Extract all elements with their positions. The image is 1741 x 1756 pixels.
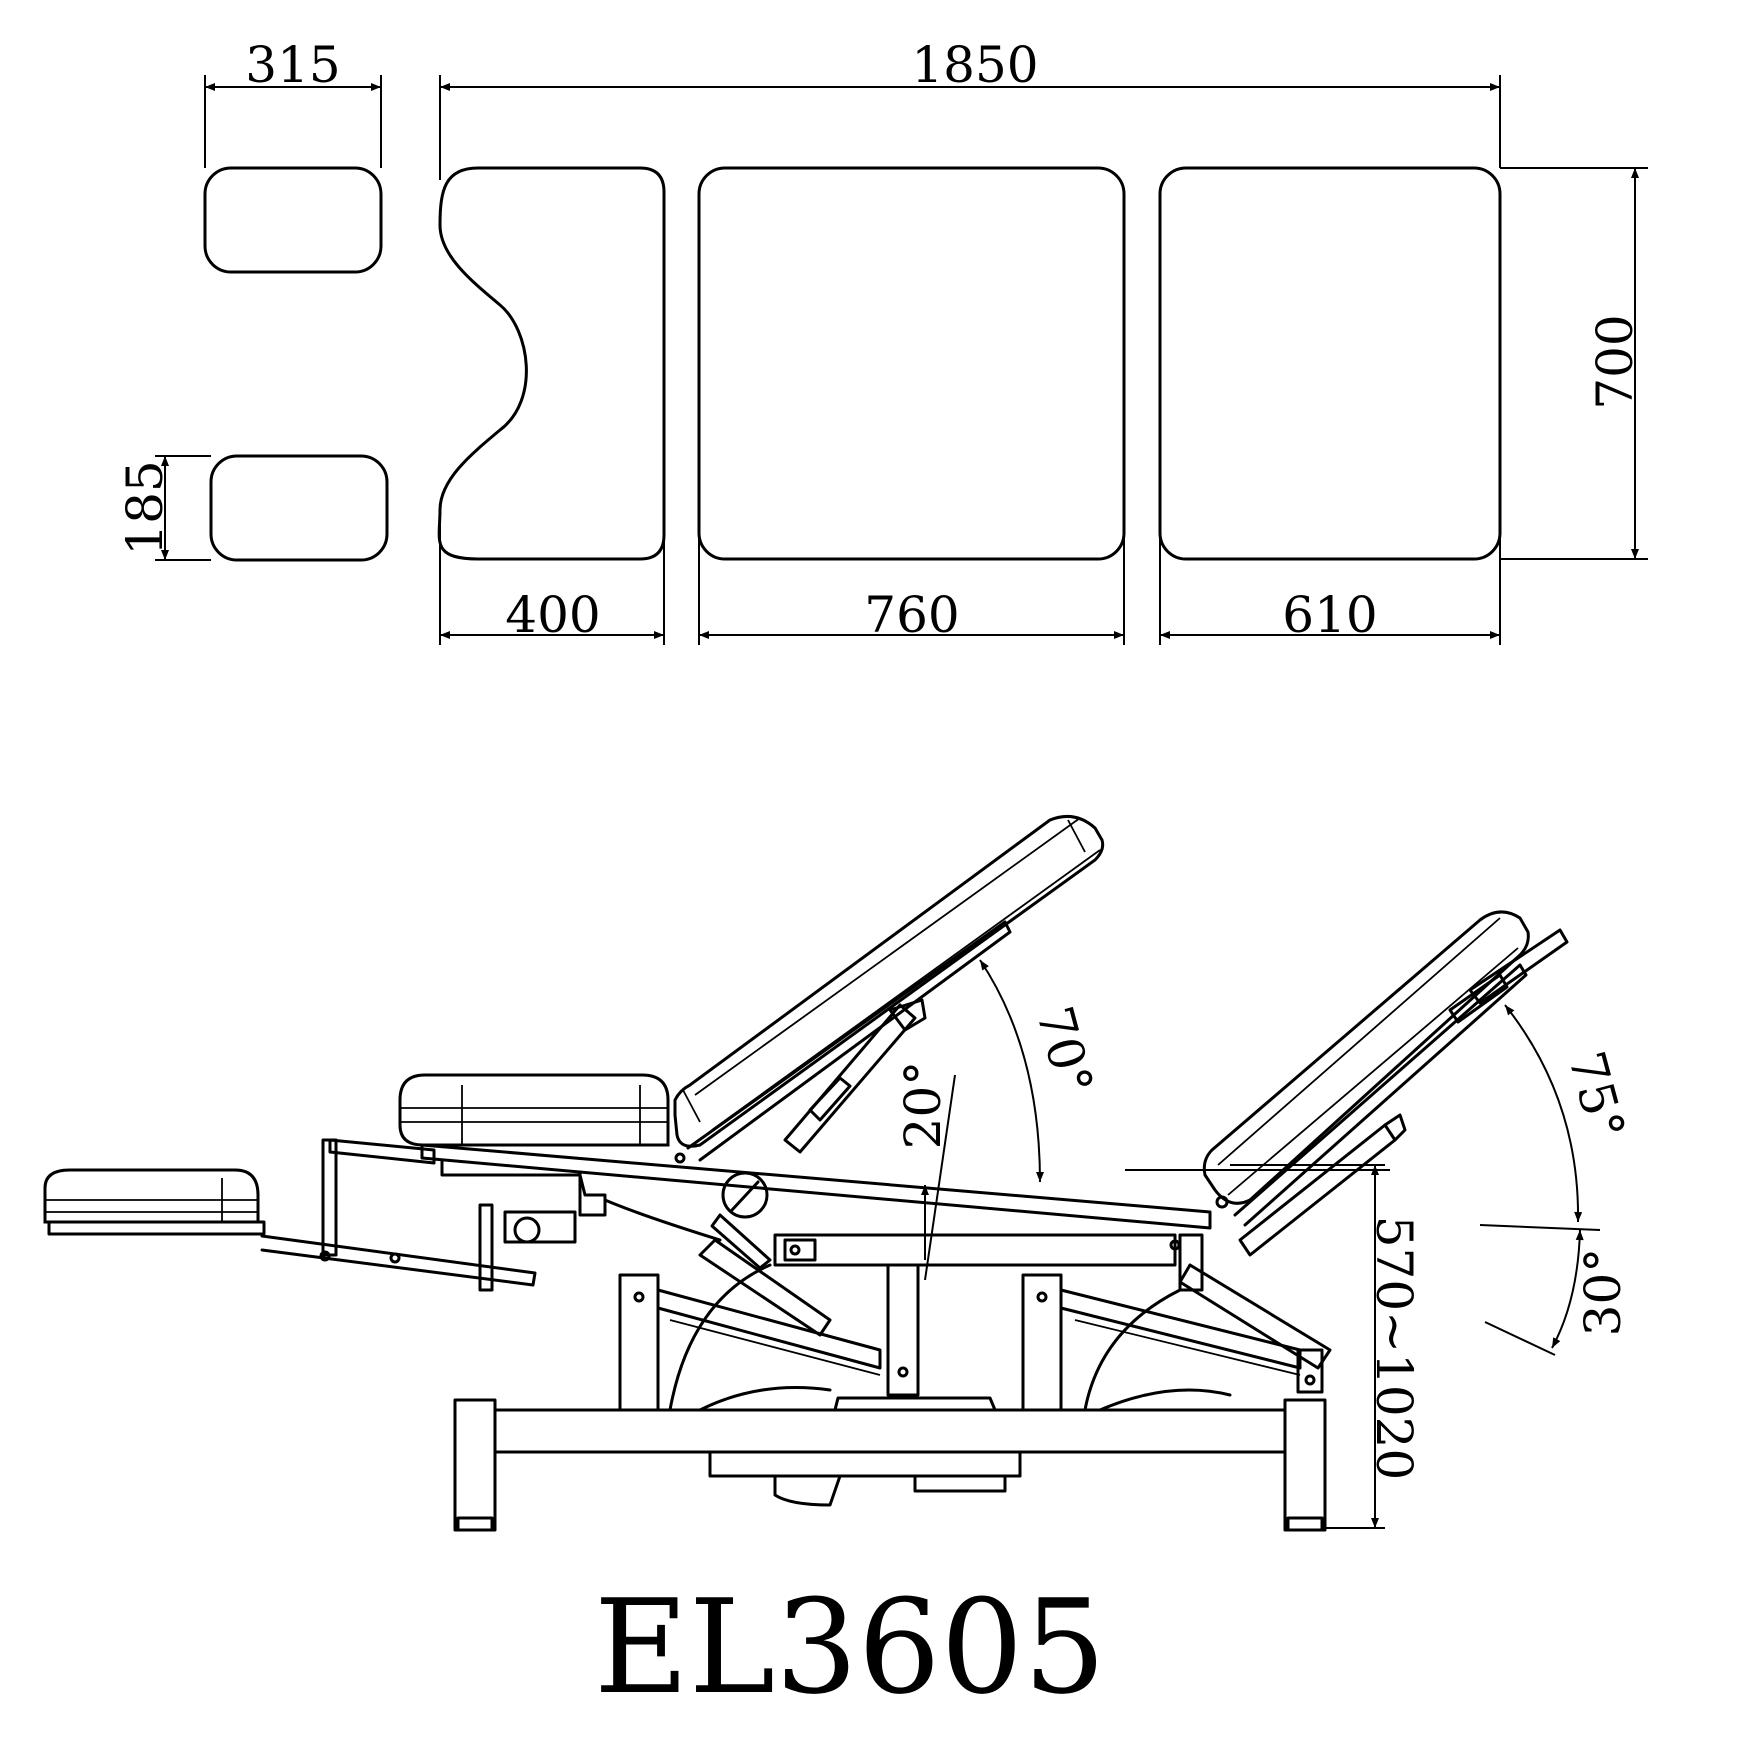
side-leg-pad bbox=[1202, 910, 1530, 1205]
seat-section-label: 760 bbox=[864, 586, 959, 644]
armrest-bottom bbox=[209, 454, 389, 562]
overall-length-label: 1850 bbox=[911, 36, 1038, 94]
side-head-pad bbox=[398, 1073, 670, 1147]
seat-section bbox=[697, 166, 1126, 561]
head-section bbox=[437, 166, 666, 561]
model-title: EL3605 bbox=[594, 1571, 1106, 1723]
base-frame bbox=[493, 1408, 1287, 1454]
leg-drop-label: 30° bbox=[1574, 1248, 1632, 1337]
width-label: 700 bbox=[1586, 314, 1644, 409]
height-range-label: 570~1020 bbox=[1365, 1216, 1423, 1481]
armrest-width-label: 185 bbox=[116, 460, 174, 555]
side-armrest-pad bbox=[43, 1168, 260, 1224]
leg-section bbox=[1158, 166, 1502, 561]
main-frame bbox=[420, 1143, 1212, 1230]
seat-tilt-label: 20° bbox=[894, 1061, 952, 1150]
armrest-length-label: 315 bbox=[245, 36, 340, 94]
head-section-label: 400 bbox=[505, 586, 600, 644]
side-back-pad bbox=[673, 814, 1105, 1148]
armrest-top bbox=[203, 166, 383, 274]
top-view: 315 1850 700 185 400 760 610 bbox=[116, 36, 1648, 645]
leg-section-label: 610 bbox=[1282, 586, 1377, 644]
side-view: 70° 20° 75° 30° 570~1020 bbox=[43, 814, 1636, 1532]
back-angle-label: 70° bbox=[1025, 1000, 1104, 1101]
